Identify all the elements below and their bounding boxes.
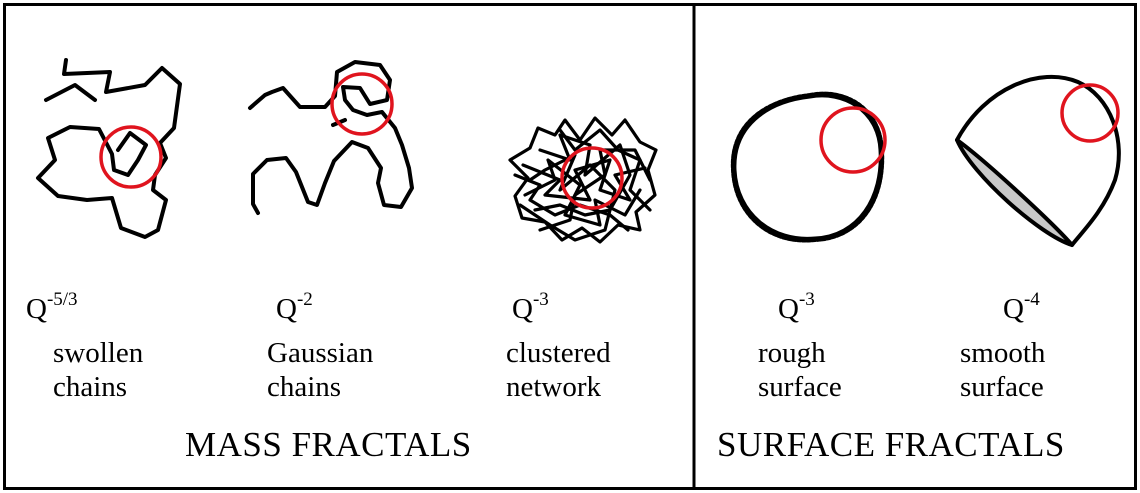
- section-title-surface-fractals: SURFACE FRACTALS: [717, 425, 1065, 465]
- label-rough-line2: surface: [758, 370, 842, 404]
- gaussian-chain-drawing: [250, 62, 412, 213]
- power-law-swollen: Q-5/3: [26, 283, 78, 326]
- power-law-smooth: Q-4: [1003, 283, 1040, 326]
- label-gaussian-line2: chains: [267, 370, 341, 404]
- power-law-gaussian: Q-2: [276, 283, 313, 326]
- label-clustered-line2: network: [506, 370, 601, 404]
- probe-circle-gaussian: [332, 74, 392, 134]
- label-clustered-line1: clustered: [506, 336, 611, 370]
- label-smooth-line1: smooth: [960, 336, 1045, 370]
- probe-circle-rough: [821, 108, 885, 172]
- power-law-rough: Q-3: [778, 283, 815, 326]
- smooth-surface-drawing: [957, 77, 1119, 245]
- section-title-mass-fractals: MASS FRACTALS: [185, 425, 472, 465]
- power-law-clustered: Q-3: [512, 283, 549, 326]
- label-rough-line1: rough: [758, 336, 826, 370]
- clustered-network-drawing: [510, 118, 656, 242]
- label-swollen-line2: chains: [53, 370, 127, 404]
- rough-surface-drawing: [733, 94, 882, 241]
- label-smooth-line2: surface: [960, 370, 1044, 404]
- label-swollen-line1: swollen: [53, 336, 143, 370]
- label-gaussian-line1: Gaussian: [267, 336, 373, 370]
